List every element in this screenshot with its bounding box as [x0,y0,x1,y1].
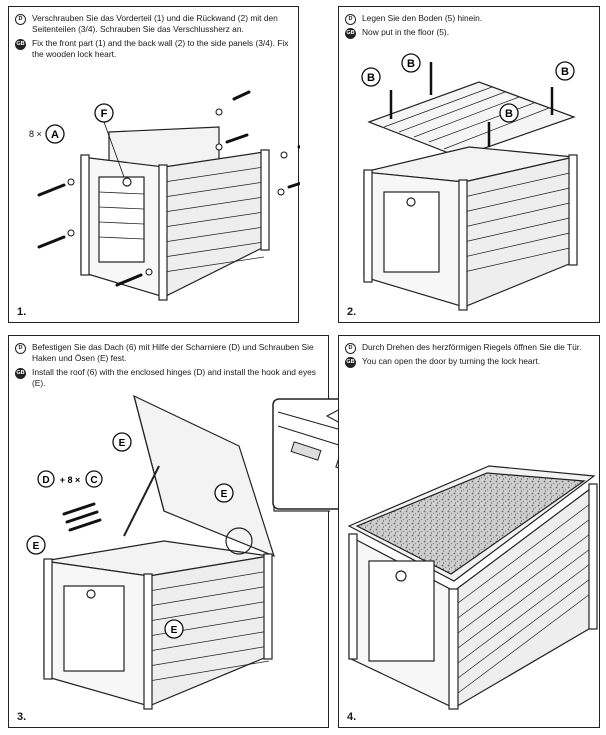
part-a-callout: A [51,129,59,141]
quantity-combo-label: + 8 × [60,475,81,485]
german-flag-icon: D [15,14,26,25]
british-flag-icon: GB [345,357,356,368]
part-e-callout: E [221,489,228,500]
part-e-callout: E [119,438,126,449]
step-2-german-text: Legen Sie den Boden (5) hinein. [362,13,483,23]
step-1-illustration: 8 × A F [29,90,300,301]
part-e-callout: E [33,541,40,552]
part-c-callout: C [90,475,97,486]
german-flag-icon: D [15,343,26,354]
part-b-callout: B [505,108,513,120]
part-f-callout: F [101,108,108,120]
step-4-illustration [347,465,598,710]
british-flag-icon: GB [15,39,26,50]
step-3-german-text: Befestigen Sie das Dach (6) mit Hilfe de… [32,342,314,363]
british-flag-icon: GB [345,28,356,39]
step-4-text: D Durch Drehen des herzförmigen Riegels ö… [345,342,593,370]
step-3-text: D Befestigen Sie das Dach (6) mit Hilfe d… [15,342,322,392]
step-3-panel: D Befestigen Sie das Dach (6) mit Hilfe d… [8,335,330,728]
step-1-text: D Verschrauben Sie das Vorderteil (1) und… [15,13,292,63]
quantity-label: 8 × [29,129,42,139]
step-3-number: 3. [17,711,27,723]
step-2-english-text: Now put in the floor (5). [362,27,450,37]
british-flag-icon: GB [15,368,26,379]
step-4-panel: D Durch Drehen des herzförmigen Riegels ö… [338,335,600,728]
step-4-english-text: You can open the door by turning the loc… [362,356,541,366]
part-b-callout: B [407,58,415,70]
part-b-callout: B [561,66,569,78]
step-1-number: 1. [17,306,27,318]
step-2-text: D Legen Sie den Boden (5) hinein. GB Now p… [345,13,593,41]
step-2-panel: D Legen Sie den Boden (5) hinein. GB Now p… [338,6,600,323]
part-d-callout: D [42,475,49,486]
german-flag-icon: D [345,343,356,354]
step-3-english-text: Install the roof (6) with the enclosed h… [32,367,316,388]
step-2-illustration: B B B B [361,53,578,311]
step-2-number: 2. [347,306,357,318]
step-4-german-text: Durch Drehen des herzförmigen Riegels öf… [362,342,582,352]
part-e-callout: E [171,625,178,636]
step-1-german-text: Verschrauben Sie das Vorderteil (1) und … [32,13,278,34]
step-1-panel: D Verschrauben Sie das Vorderteil (1) und… [8,6,300,323]
step-3-illustration: D + 8 × C E E E E [26,394,330,710]
step-4-number: 4. [347,711,357,723]
german-flag-icon: D [345,14,356,25]
part-b-callout: B [367,72,375,84]
step-1-english-text: Fix the front part (1) and the back wall… [32,38,289,59]
